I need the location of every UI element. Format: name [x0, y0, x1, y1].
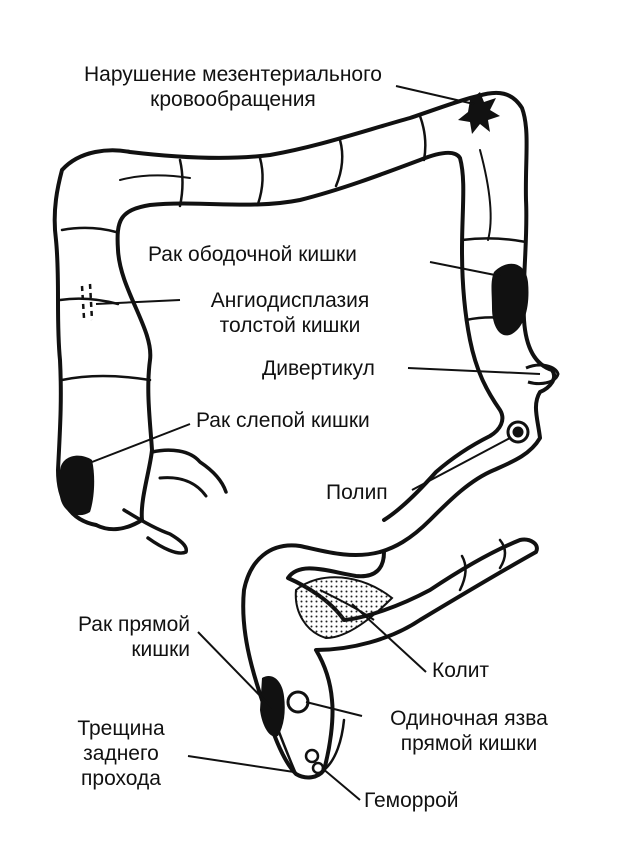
label-mesenteric-line2: кровообращения [150, 88, 316, 111]
label-mesenteric: Нарушение мезентериального кровообращени… [36, 62, 430, 112]
label-hemorrhoid: Геморрой [364, 789, 459, 812]
leader-lines [91, 85, 541, 801]
label-ulcer-line1: Одиночная язва [390, 707, 548, 730]
label-cecum-cancer: Рак слепой кишки [196, 409, 370, 432]
label-diverticulum: Дивертикул [262, 357, 375, 380]
polyp-shape [506, 420, 530, 444]
cecum-cancer-mass [60, 455, 95, 516]
label-fissure-line3: прохода [81, 767, 161, 790]
label-rectal-cancer: Рак прямой кишки [30, 612, 190, 662]
label-polyp: Полип [326, 481, 388, 504]
label-fissure-line2: заднего [83, 742, 159, 765]
label-angiodysplasia: Ангиодисплазия толстой кишки [180, 288, 400, 338]
ulcer-shape [286, 690, 310, 714]
label-fissure-line1: Трещина [77, 717, 165, 740]
colitis-area [294, 576, 394, 640]
label-ulcer-line2: прямой кишки [400, 732, 538, 755]
label-ulcer: Одиночная язва прямой кишки [362, 706, 576, 756]
label-fissure: Трещина заднего прохода [56, 716, 186, 791]
label-rectal-cancer-line2: кишки [131, 638, 190, 661]
rectal-cancer-mass [260, 676, 285, 737]
label-angiodysplasia-line1: Ангиодисплазия [210, 289, 370, 312]
hemorrhoid-shape [304, 748, 325, 775]
label-colitis: Колит [432, 659, 490, 682]
label-rectal-cancer-line1: Рак прямой [77, 613, 190, 636]
diverticulum-pouch [525, 363, 560, 386]
label-angiodysplasia-line2: толстой кишки [219, 314, 361, 337]
terminal-ileum [150, 448, 228, 494]
colon-inner-wall [115, 151, 505, 522]
appendix [122, 508, 189, 555]
colon-cancer-mass [491, 263, 529, 336]
angiodysplasia-marks [80, 283, 94, 321]
label-mesenteric-line1: Нарушение мезентериального [84, 63, 382, 86]
label-colon-cancer: Рак ободочной кишки [148, 243, 357, 266]
mesenteric-lesion [458, 92, 500, 134]
lesions [60, 92, 529, 737]
